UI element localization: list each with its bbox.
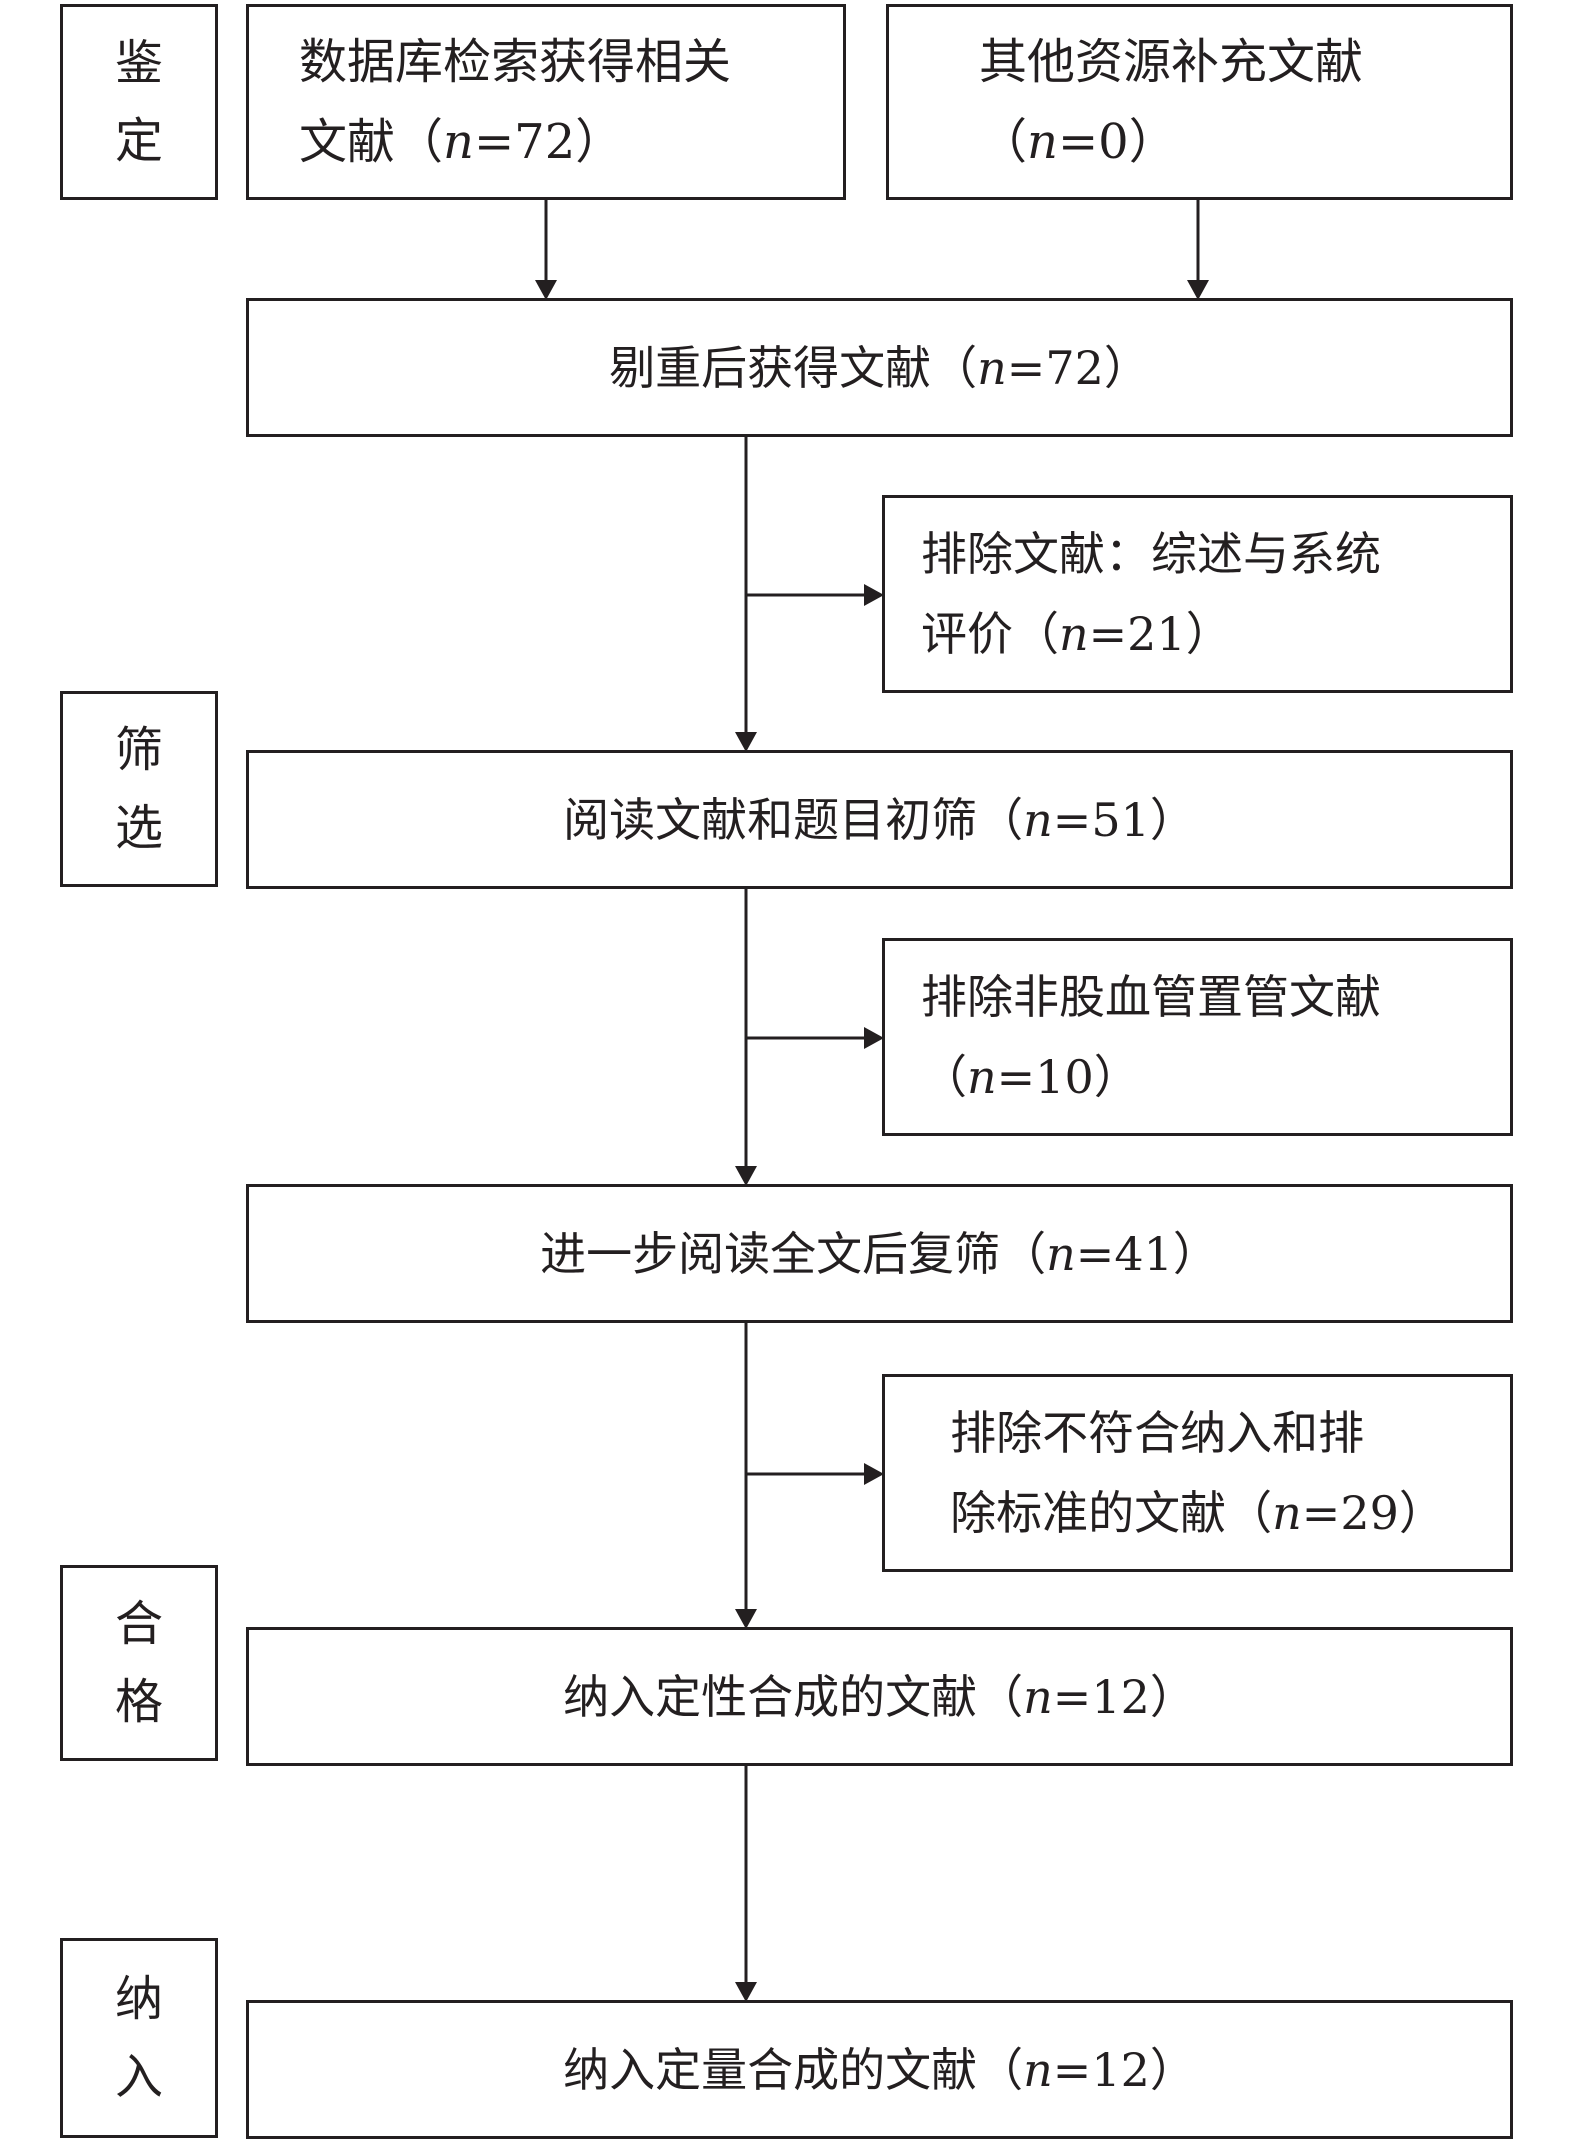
box-text: 进一步阅读全文后复筛（n=41） [540,1226,1219,1281]
box-text: 纳入定性合成的文献（n=12） [563,1669,1196,1724]
stage-char: 鉴 [114,35,163,91]
quantitative-synthesis-box: 纳入定量合成的文献（n=12） [246,2000,1513,2139]
exclude-criteria-box: 排除不符合纳入和排 除标准的文献（n=29） [882,1374,1513,1572]
box-text: 排除文献：综述与系统 评价（n=21） [921,527,1381,661]
stage-char: 格 [114,1674,163,1730]
box-text: 排除不符合纳入和排 除标准的文献（n=29） [950,1406,1445,1540]
box-line: 数据库检索获得相关 [299,34,732,90]
stage-eligibility: 合 格 [60,1565,218,1761]
stage-char: 定 [114,113,163,169]
box-text: 排除非股血管置管文献 （n=10） [921,970,1381,1104]
box-line: 其他资源补充文献 [979,34,1364,90]
arrowhead-down [735,732,757,752]
stage-char: 纳 [114,1971,163,2027]
stage-screening: 筛 选 [60,691,218,887]
title-screening-box: 阅读文献和题目初筛（n=51） [246,750,1513,889]
arrowhead-right [864,1027,884,1049]
arrowhead-right [864,1463,884,1485]
other-sources-box: 其他资源补充文献 （n=0） [886,4,1513,200]
arrowhead-down [735,1166,757,1186]
stage-char: 筛 [114,722,163,778]
database-search-box: 数据库检索获得相关 文献（n=72） [246,4,846,200]
box-line: 文献（n=72） [299,114,624,170]
exclude-reviews-box: 排除文献：综述与系统 评价（n=21） [882,495,1513,693]
qualitative-synthesis-box: 纳入定性合成的文献（n=12） [246,1627,1513,1766]
arrowhead-right [864,584,884,606]
stage-char: 合 [114,1596,163,1652]
box-text: 纳入定量合成的文献（n=12） [563,2042,1196,2097]
deduplicated-box: 剔重后获得文献（n=72） [246,298,1513,437]
box-text: 剔重后获得文献（n=72） [609,340,1150,395]
arrowhead-down [735,1982,757,2002]
box-text: 阅读文献和题目初筛（n=51） [563,792,1196,847]
exclude-non-femoral-box: 排除非股血管置管文献 （n=10） [882,938,1513,1136]
stage-char: 选 [114,800,163,856]
fulltext-screening-box: 进一步阅读全文后复筛（n=41） [246,1184,1513,1323]
arrowhead-down [1187,280,1209,300]
stage-identification: 鉴 定 [60,4,218,200]
box-line: （n=0） [979,114,1177,170]
stage-char: 入 [114,2049,163,2105]
arrowhead-down [535,280,557,300]
arrowhead-down [735,1609,757,1629]
stage-included: 纳 入 [60,1938,218,2138]
